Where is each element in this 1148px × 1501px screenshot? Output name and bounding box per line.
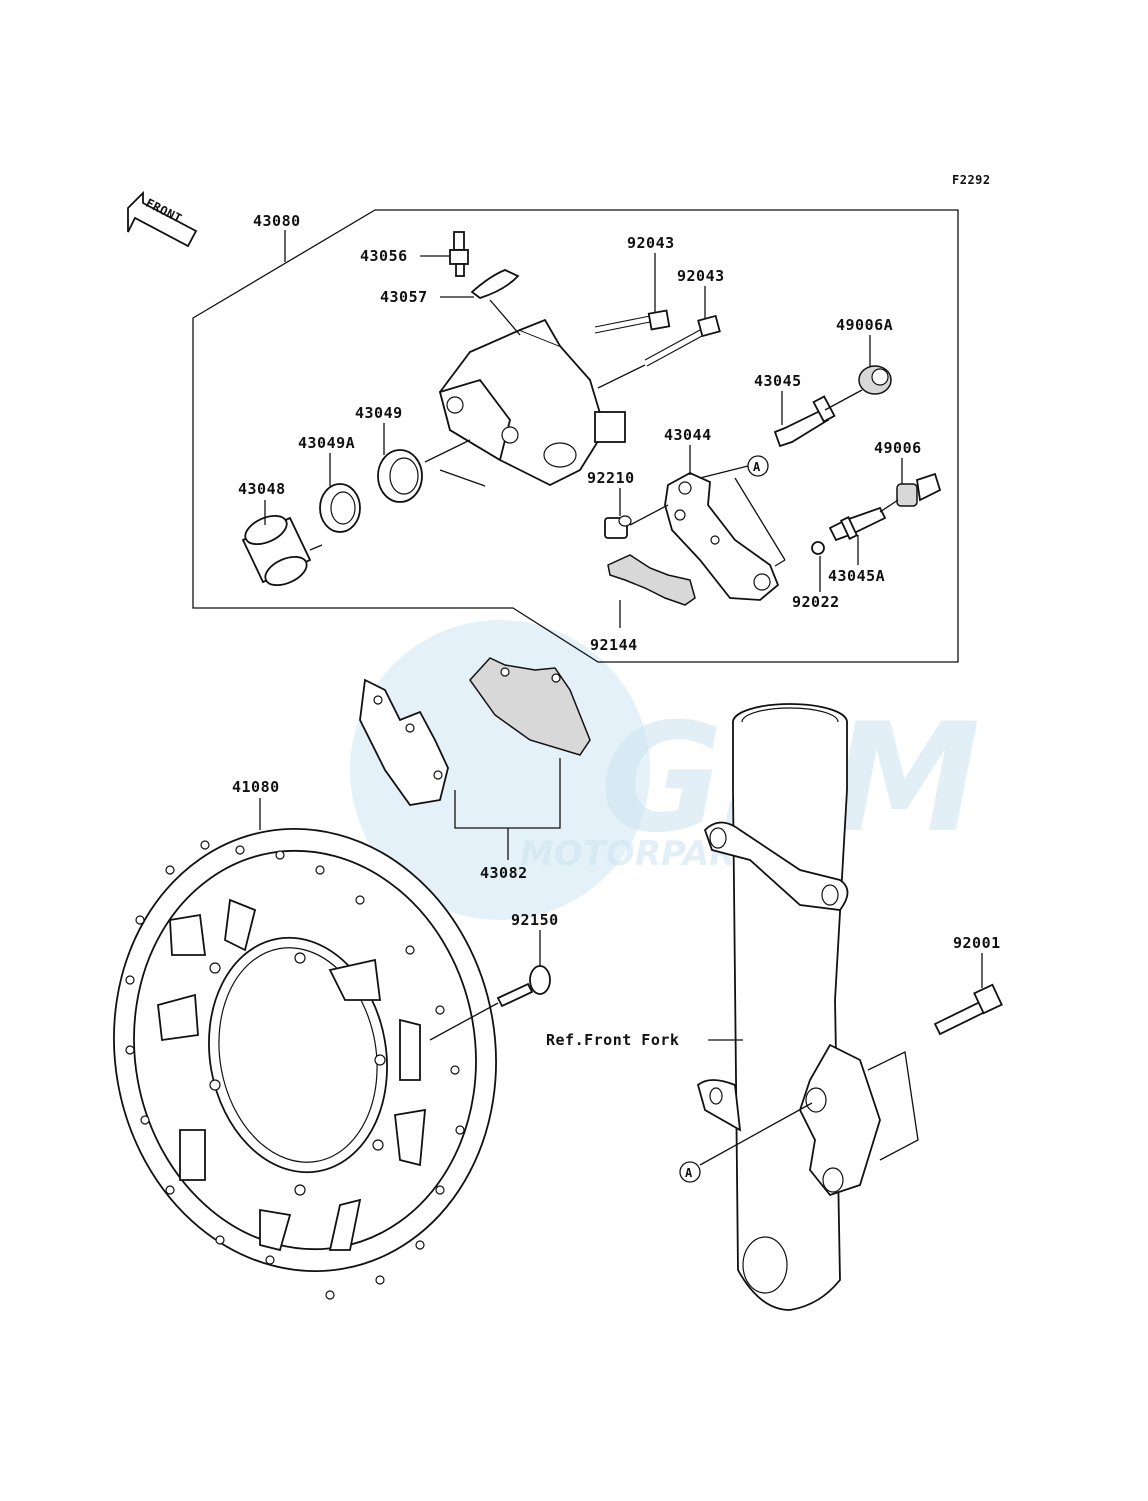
front-arrow-icon: FRONT [127, 190, 198, 248]
label-49006: 49006 [874, 439, 922, 457]
label-92043-b: 92043 [677, 267, 725, 285]
pad-spring [607, 554, 696, 606]
piston-seal [377, 449, 423, 503]
bleeder-valve [449, 231, 469, 277]
label-92043-a: 92043 [627, 234, 675, 252]
label-43045A: 43045A [828, 567, 885, 585]
label-43049: 43049 [355, 404, 403, 422]
label-43044: 43044 [664, 426, 712, 444]
label-43049A: 43049A [298, 434, 355, 452]
disc-bolt [496, 965, 551, 1008]
label-92144: 92144 [590, 636, 638, 654]
brake-pad-2 [469, 657, 591, 756]
marker-a-1: A [753, 460, 761, 474]
label-43048: 43048 [238, 480, 286, 498]
label-92150: 92150 [511, 911, 559, 929]
rubber-boot-a [858, 365, 892, 395]
label-43057: 43057 [380, 288, 428, 306]
slide-pin-1 [594, 309, 671, 334]
bleeder-cap [470, 269, 520, 299]
piston [241, 514, 312, 587]
caliper-assembly-box [192, 209, 959, 663]
label-92210: 92210 [587, 469, 635, 487]
brake-disc [113, 827, 497, 1300]
label-43082: 43082 [480, 864, 528, 882]
label-92022: 92022 [792, 593, 840, 611]
caliper-pin [773, 395, 836, 448]
label-43080: 43080 [253, 212, 301, 230]
marker-a-2: A [685, 1166, 693, 1180]
label-92001: 92001 [953, 934, 1001, 952]
label-ref-front-fork: Ref.Front Fork [546, 1031, 679, 1049]
circlip [811, 541, 825, 555]
caliper-pin-a [828, 506, 887, 542]
fork-bolt [933, 983, 1003, 1036]
brake-pad-1 [359, 678, 449, 806]
dust-seal [319, 483, 361, 533]
sleeve [604, 515, 632, 539]
caliper-body [438, 318, 626, 487]
diagram-code: F2292 [952, 173, 991, 187]
label-49006A: 49006A [836, 316, 893, 334]
front-fork-tube [696, 703, 881, 1311]
label-41080: 41080 [232, 778, 280, 796]
rubber-boot [896, 472, 942, 507]
caliper-bracket [664, 471, 780, 601]
label-43056: 43056 [360, 247, 408, 265]
slide-pin-2 [644, 314, 721, 367]
label-43045: 43045 [754, 372, 802, 390]
